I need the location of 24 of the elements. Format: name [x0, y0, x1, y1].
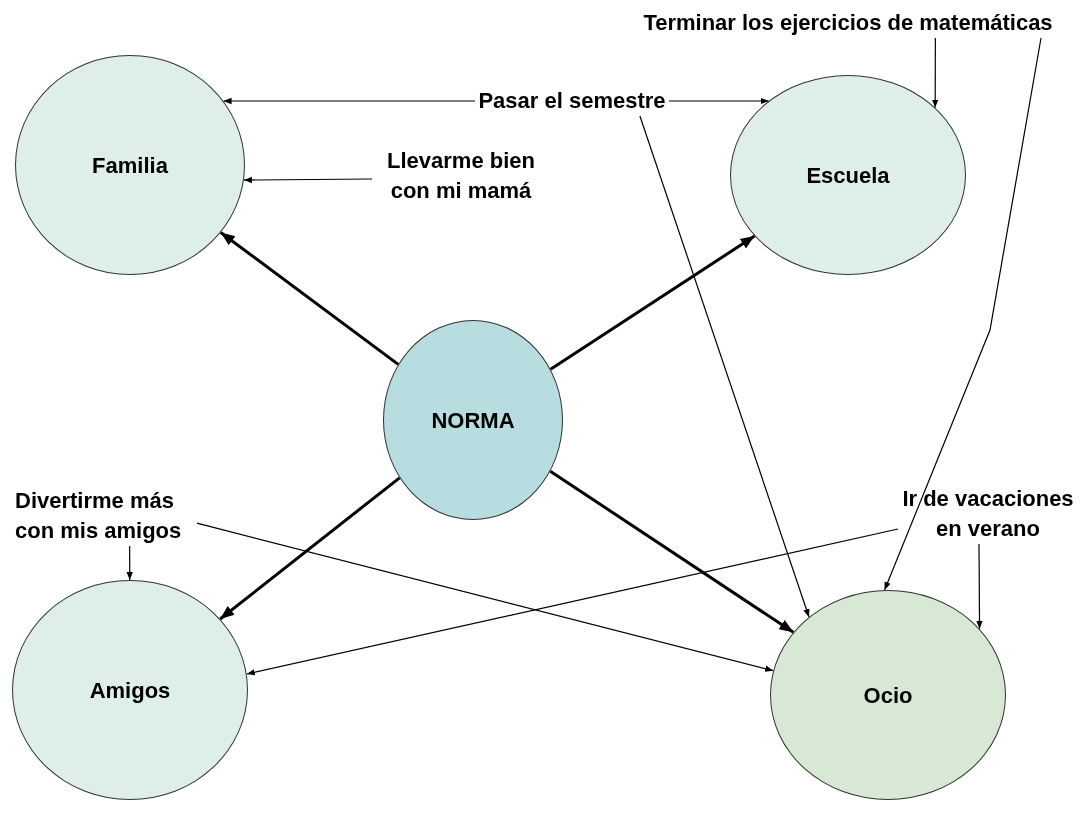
arrow	[549, 234, 756, 371]
arrow	[219, 476, 401, 621]
arrow	[976, 543, 983, 630]
arrow	[219, 231, 400, 366]
topic-label: Familia	[92, 151, 168, 180]
goal-text: Divertirme más con mis amigos	[15, 486, 197, 546]
arrow	[222, 97, 476, 105]
topic-label: Ocio	[863, 681, 913, 710]
goal-text: Pasar el semestre	[475, 86, 669, 116]
goal-text: Ir de vacaciones en verano	[898, 484, 1078, 544]
arrow	[549, 469, 795, 634]
goal-text: Llevarme bien con mi mamá	[372, 146, 550, 206]
topic-label: Amigos	[89, 676, 171, 705]
arrow	[243, 176, 373, 184]
arrow	[639, 115, 810, 618]
topic-label: Escuela	[806, 161, 890, 190]
arrow	[246, 528, 899, 676]
arrow	[668, 97, 770, 105]
arrow	[932, 37, 939, 109]
arrow	[126, 545, 133, 581]
arrow	[196, 522, 774, 672]
goal-text: Terminar los ejercicios de matemáticas	[640, 8, 1056, 38]
arrow	[884, 37, 1042, 591]
topic-label: NORMA	[431, 406, 515, 435]
